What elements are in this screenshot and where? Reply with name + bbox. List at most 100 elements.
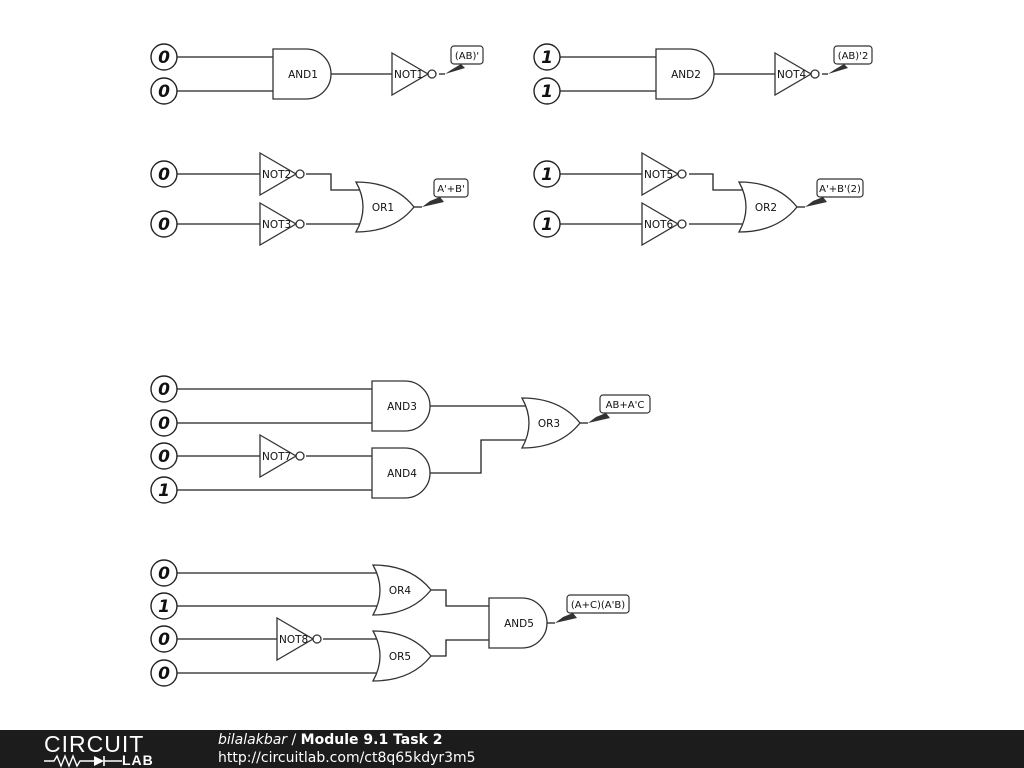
or-gate[interactable]: OR5 [371, 630, 432, 682]
gate-label: OR4 [389, 585, 412, 597]
and-gate[interactable]: AND2 [655, 48, 715, 100]
input-value: 0 [158, 564, 170, 584]
not-gate-body [641, 151, 680, 197]
output-label-text: (AB)' [455, 51, 479, 62]
not-gate-body [259, 433, 298, 479]
not-gate-bubble [677, 219, 687, 229]
output-label-text: (AB)'2 [838, 51, 869, 62]
gate-label: NOT7 [262, 451, 291, 463]
not-gate-bubble [295, 169, 305, 179]
output-label-text: A'+B' [437, 184, 465, 195]
input-value: 0 [158, 630, 170, 650]
input-value: 1 [158, 597, 170, 617]
not-gate[interactable]: NOT4 [774, 51, 820, 97]
or-gate[interactable]: OR2 [737, 181, 798, 233]
author-link[interactable]: bilalakbar [218, 732, 288, 748]
output-label-box [833, 45, 873, 65]
output-label[interactable]: A'+B'(2) [797, 178, 864, 208]
output-label-box [566, 594, 630, 614]
input-node[interactable]: 1 [533, 43, 561, 71]
input-circle [533, 43, 561, 71]
output-label-text: AB+A'C [606, 400, 645, 411]
output-label-box [433, 178, 469, 198]
output-label[interactable]: (AB)' [439, 45, 484, 75]
or-gate-body [520, 397, 581, 449]
input-node[interactable]: 0 [150, 210, 178, 238]
input-circle [533, 160, 561, 188]
input-node[interactable]: 0 [150, 559, 178, 587]
wire [431, 589, 489, 607]
and-gate[interactable]: AND4 [371, 447, 431, 499]
circuit-title[interactable]: Module 9.1 Task 2 [300, 732, 443, 748]
input-node[interactable]: 0 [150, 659, 178, 687]
wires [177, 56, 775, 674]
input-circle [150, 659, 178, 687]
input-value: 1 [541, 82, 553, 102]
output-label[interactable]: A'+B' [414, 178, 469, 208]
wire [430, 439, 526, 474]
wire [689, 173, 743, 191]
input-node[interactable]: 0 [150, 375, 178, 403]
or-gate[interactable]: OR4 [371, 564, 432, 616]
not-gate[interactable]: NOT6 [641, 201, 687, 247]
logo-wordmark-top: CIRCUIT [44, 731, 145, 757]
output-label[interactable]: (A+C)(A'B) [547, 594, 630, 624]
input-node[interactable]: 1 [533, 77, 561, 105]
gate-label: NOT3 [262, 219, 291, 231]
input-node[interactable]: 1 [150, 476, 178, 504]
input-circle [150, 592, 178, 620]
and-gate[interactable]: AND5 [488, 597, 548, 649]
input-node[interactable]: 0 [150, 77, 178, 105]
output-label[interactable]: AB+A'C [580, 394, 651, 424]
circuit-url[interactable]: http://circuitlab.com/ct8q65kdyr3m5 [218, 750, 476, 766]
output-flag [555, 613, 577, 623]
and-gate[interactable]: AND3 [371, 380, 431, 432]
and-gate[interactable]: AND1 [272, 48, 332, 100]
input-node[interactable]: 0 [150, 160, 178, 188]
input-value: 0 [158, 380, 170, 400]
input-node[interactable]: 0 [150, 43, 178, 71]
not-gate[interactable]: NOT2 [259, 151, 305, 197]
not-gate-body [259, 151, 298, 197]
input-circle [150, 625, 178, 653]
input-node[interactable]: 1 [533, 160, 561, 188]
not-gate[interactable]: NOT1 [391, 51, 437, 97]
output-label-box [599, 394, 651, 414]
output-label[interactable]: (AB)'2 [822, 45, 873, 75]
and-gate-body [371, 447, 431, 499]
byline-separator: / [287, 732, 301, 748]
input-circle [150, 210, 178, 238]
not-gate-bubble [295, 451, 305, 461]
input-node[interactable]: 0 [150, 409, 178, 437]
input-node[interactable]: 0 [150, 442, 178, 470]
gate-label: NOT4 [777, 69, 807, 81]
and-gate-body [272, 48, 332, 100]
and-gate-body [488, 597, 548, 649]
gate-label: AND2 [671, 69, 701, 81]
not-gate[interactable]: NOT8 [276, 616, 322, 662]
circuitlab-logo[interactable]: CIRCUIT LAB [44, 731, 174, 768]
output-flag [805, 197, 827, 207]
input-node[interactable]: 0 [150, 625, 178, 653]
input-value: 0 [158, 215, 170, 235]
input-circle [150, 77, 178, 105]
not-gate[interactable]: NOT5 [641, 151, 687, 197]
gate-label: AND3 [387, 401, 417, 413]
resistor-diode-icon [44, 754, 122, 768]
input-circle [150, 375, 178, 403]
not-gate[interactable]: NOT3 [259, 201, 305, 247]
not-gate-body [391, 51, 430, 97]
output-label-text: (A+C)(A'B) [571, 600, 625, 611]
input-node[interactable]: 1 [150, 592, 178, 620]
not-gate[interactable]: NOT7 [259, 433, 305, 479]
not-gate-bubble [295, 219, 305, 229]
input-value: 0 [158, 48, 170, 68]
input-node[interactable]: 1 [533, 210, 561, 238]
input-value: 1 [158, 481, 170, 501]
logo-wordmark-bottom: LAB [122, 752, 154, 768]
wire [306, 173, 360, 191]
input-value: 0 [158, 82, 170, 102]
or-gate[interactable]: OR1 [354, 181, 415, 233]
or-gate-body [354, 181, 415, 233]
or-gate[interactable]: OR3 [520, 397, 581, 449]
